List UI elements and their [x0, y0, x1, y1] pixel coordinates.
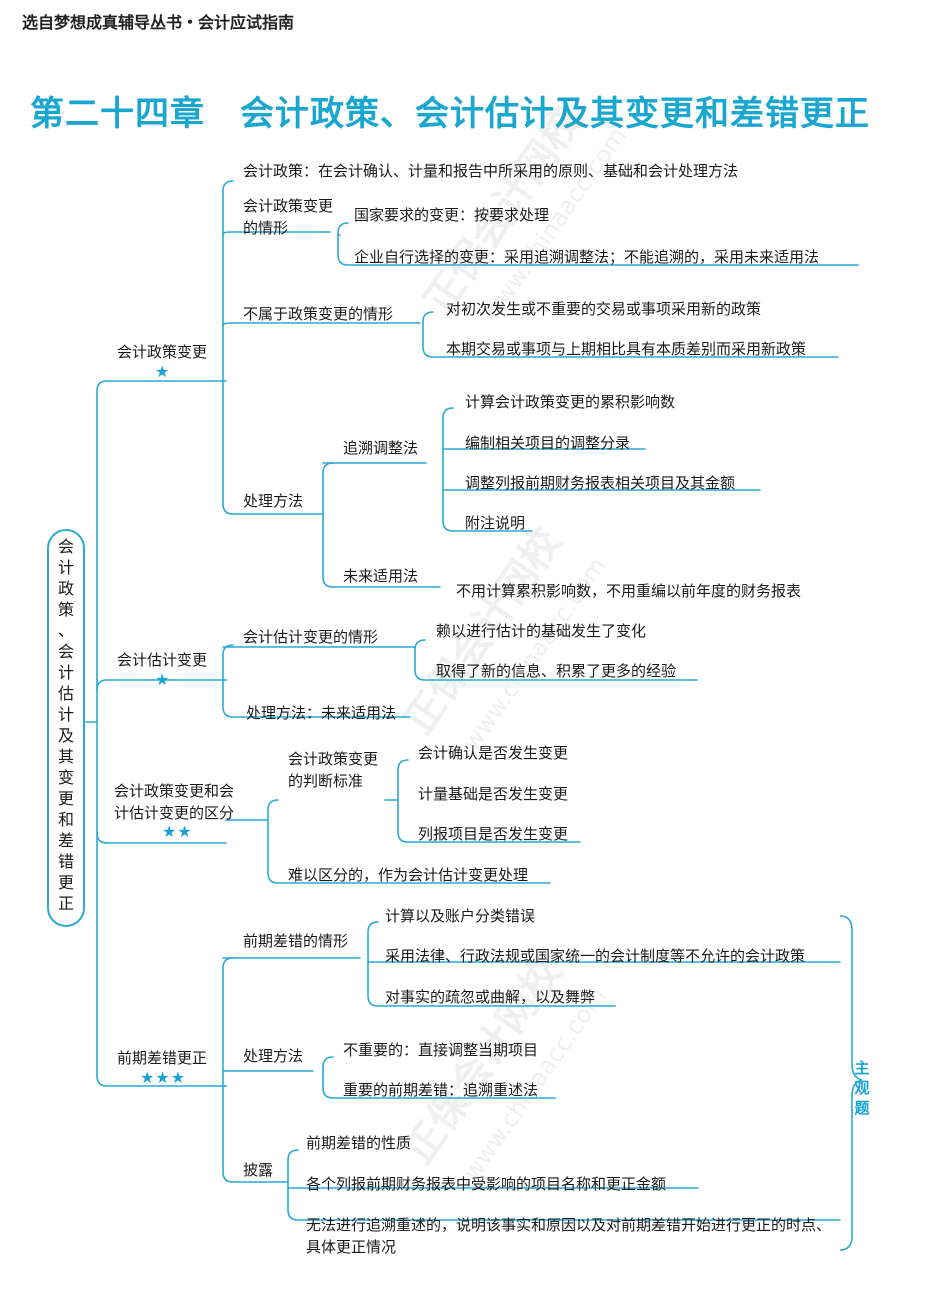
criteria-item: 会计确认是否发生变更	[418, 744, 569, 762]
error-circumstance-item: 计算以及账户分类错误	[385, 907, 536, 925]
not-change-item: 对初次发生或不重要的交易或事项采用新的政策	[446, 300, 762, 318]
criteria-label: 会计政策变更的判断标准	[288, 750, 379, 790]
prior-error-stars: ★★★	[140, 1068, 187, 1087]
retro-step: 调整列报前期财务报表相关项目及其金额	[465, 474, 736, 492]
estimate-treatment: 处理方法：未来适用法	[246, 704, 397, 722]
retro-step: 计算会计政策变更的累积影响数	[465, 393, 676, 411]
disclosure-item: 无法进行追溯重述的，说明该事实和原因以及对前期差错开始进行更正的时点、具体更正情…	[306, 1216, 832, 1256]
estimate-circumstance-item: 赖以进行估计的基础发生了变化	[436, 622, 647, 640]
estimate-circumstance-item: 取得了新的信息、积累了更多的经验	[436, 662, 677, 680]
retro-method-label: 追溯调整法	[343, 439, 419, 457]
policy-circumstance-item: 国家要求的变更：按要求处理	[354, 206, 550, 224]
retro-step: 编制相关项目的调整分录	[465, 434, 631, 452]
error-treatment-label: 处理方法	[243, 1047, 304, 1065]
disclosure-item: 前期差错的性质	[306, 1134, 412, 1152]
not-change-label: 不属于政策变更的情形	[243, 305, 394, 323]
root-node-frame	[47, 529, 85, 927]
prior-error-label: 前期差错更正	[117, 1049, 208, 1067]
policy-definition: 会计政策：在会计确认、计量和报告中所采用的原则、基础和会计处理方法	[243, 162, 739, 180]
disclosure-label: 披露	[243, 1161, 274, 1179]
estimate-circumstances-label: 会计估计变更的情形	[243, 628, 379, 646]
policy-circumstances-label: 会计政策变更的情形	[243, 197, 334, 237]
estimate-change-stars: ★	[155, 670, 171, 689]
prospective-method-desc: 不用计算累积影响数，不用重编以前年度的财务报表	[456, 582, 802, 600]
subjective-question-label: 主观题	[854, 1059, 870, 1117]
policy-treatment-label: 处理方法	[243, 492, 304, 510]
policy-change-stars: ★	[155, 362, 171, 381]
error-treatment-item: 重要的前期差错：追溯重述法	[343, 1081, 539, 1099]
root-node-label: 会计政 策、会 计估计 及其变 更和差 错更正	[57, 537, 74, 913]
policy-circumstance-item: 企业自行选择的变更：采用追溯调整法；不能追溯的，采用未来适用法	[354, 248, 820, 266]
criteria-item: 列报项目是否发生变更	[418, 825, 569, 843]
disclosure-item: 各个列报前期财务报表中受影响的项目名称和更正金额	[306, 1175, 667, 1193]
error-circumstance-item: 对事实的疏忽或曲解，以及舞弊	[385, 988, 596, 1006]
estimate-change-label: 会计估计变更	[117, 651, 208, 669]
error-treatment-item: 不重要的：直接调整当期项目	[343, 1041, 539, 1059]
chapter-title: 第二十四章 会计政策、会计估计及其变更和差错更正	[30, 94, 870, 134]
error-circumstances-label: 前期差错的情形	[243, 932, 349, 950]
criteria-item: 计量基础是否发生变更	[418, 785, 569, 803]
distinction-stars: ★★	[162, 822, 193, 841]
error-circumstance-item: 采用法律、行政法规或国家统一的会计制度等不允许的会计政策	[385, 947, 806, 965]
not-change-item: 本期交易或事项与上期相比具有本质差别而采用新政策	[446, 340, 807, 358]
policy-change-label: 会计政策变更	[117, 343, 208, 361]
prospective-method-label: 未来适用法	[343, 567, 419, 585]
hard-to-distinguish: 难以区分的，作为会计估计变更处理	[288, 866, 529, 884]
series-header: 选自梦想成真辅导丛书・会计应试指南	[22, 13, 295, 32]
retro-step: 附注说明	[465, 514, 526, 532]
distinction-label: 会计政策变更和会计估计变更的区分	[114, 782, 235, 822]
